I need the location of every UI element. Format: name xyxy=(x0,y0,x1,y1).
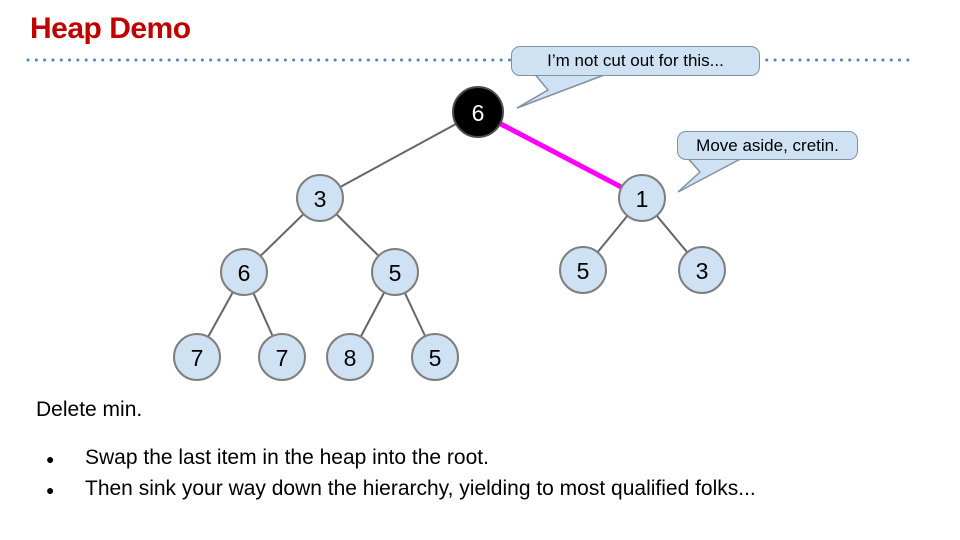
speech-bubble-last-item: Move aside, cretin. xyxy=(677,131,858,160)
node-label: 5 xyxy=(429,345,442,371)
speech-bubble-root: I’m not cut out for this... xyxy=(511,46,760,76)
speech-bubble-tail xyxy=(677,154,749,193)
node-label: 3 xyxy=(314,186,327,212)
node-label: 8 xyxy=(344,345,357,371)
tree-node-6: 6 xyxy=(220,248,268,296)
node-circle xyxy=(371,248,419,296)
swap-edge-highlight xyxy=(476,109,644,201)
speech-bubble-tail xyxy=(516,71,613,109)
bullet-list: ● Swap the last item in the heap into th… xyxy=(0,443,960,505)
slide-title: Heap Demo xyxy=(30,12,191,45)
caption-delete-min: Delete min. xyxy=(36,398,143,421)
node-circle xyxy=(173,333,221,381)
node-circle xyxy=(258,333,306,381)
tree-node-5: 5 xyxy=(371,248,419,296)
bullet-text: Swap the last item in the heap into the … xyxy=(85,446,489,469)
node-label: 5 xyxy=(577,258,590,284)
tree-node-3: 3 xyxy=(678,246,726,294)
node-circle xyxy=(296,174,344,222)
tree-edge xyxy=(319,111,479,199)
tree-node-7: 7 xyxy=(173,333,221,381)
tree-node-6: 6 xyxy=(452,86,504,138)
node-circle xyxy=(678,246,726,294)
node-label: 6 xyxy=(472,100,485,126)
node-circle xyxy=(559,246,607,294)
tree-node-8: 8 xyxy=(326,333,374,381)
node-circle xyxy=(411,333,459,381)
node-circle xyxy=(618,174,666,222)
bullet-icon: ● xyxy=(46,451,55,467)
bullet-item: ● Then sink your way down the hierarchy,… xyxy=(0,474,960,505)
tree-node-3: 3 xyxy=(296,174,344,222)
bullet-icon: ● xyxy=(46,482,55,498)
speech-bubble-last-item-text: Move aside, cretin. xyxy=(696,135,839,155)
node-label: 7 xyxy=(191,345,204,371)
tree-node-5: 5 xyxy=(559,246,607,294)
speech-bubble-root-text: I’m not cut out for this... xyxy=(547,51,724,70)
root-node-circle xyxy=(452,86,504,138)
bullet-text: Then sink your way down the hierarchy, y… xyxy=(85,477,756,500)
node-circle xyxy=(220,248,268,296)
tree-node-5: 5 xyxy=(411,333,459,381)
node-label: 1 xyxy=(636,186,649,212)
node-label: 3 xyxy=(696,258,709,284)
node-circle xyxy=(326,333,374,381)
tree-node-7: 7 xyxy=(258,333,306,381)
node-label: 5 xyxy=(389,260,402,286)
tree-node-1: 1 xyxy=(618,174,666,222)
node-label: 6 xyxy=(238,260,251,286)
node-label: 7 xyxy=(276,345,289,371)
bullet-item: ● Swap the last item in the heap into th… xyxy=(0,443,960,474)
